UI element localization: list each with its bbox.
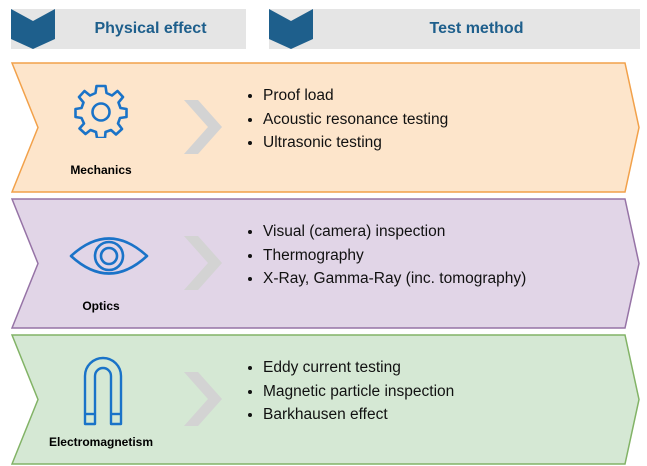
list-item: Acoustic resonance testing bbox=[263, 108, 448, 132]
list-item: Visual (camera) inspection bbox=[263, 220, 526, 244]
chevron-down-icon bbox=[11, 9, 55, 49]
mechanics-band bbox=[11, 62, 640, 193]
optics-band bbox=[11, 198, 640, 329]
electromagnetism-row: Electromagnetism Eddy current testing Ma… bbox=[11, 334, 640, 465]
electromagnetism-band bbox=[11, 334, 640, 465]
chevron-right-icon bbox=[184, 236, 222, 290]
chevron-down-icon bbox=[269, 9, 313, 49]
list-item: Proof load bbox=[263, 84, 448, 108]
chevron-right-icon bbox=[184, 100, 222, 154]
test-method-header: Test method bbox=[269, 9, 640, 49]
gear-icon bbox=[74, 84, 128, 138]
electromagnetism-methods: Eddy current testing Magnetic particle i… bbox=[243, 356, 454, 427]
list-item: X-Ray, Gamma-Ray (inc. tomography) bbox=[263, 267, 526, 291]
optics-label: Optics bbox=[82, 299, 120, 313]
physical-effect-label: Physical effect bbox=[94, 20, 207, 37]
optics-methods: Visual (camera) inspection Thermography … bbox=[243, 220, 526, 291]
list-item: Barkhausen effect bbox=[263, 403, 454, 427]
magnet-icon bbox=[83, 356, 123, 426]
list-item: Eddy current testing bbox=[263, 356, 454, 380]
test-method-label: Test method bbox=[429, 20, 524, 37]
mechanics-methods: Proof load Acoustic resonance testing Ul… bbox=[243, 84, 448, 155]
optics-row: Optics Visual (camera) inspection Thermo… bbox=[11, 198, 640, 329]
chevron-right-icon bbox=[184, 372, 222, 426]
list-item: Magnetic particle inspection bbox=[263, 380, 454, 404]
mechanics-row: Mechanics Proof load Acoustic resonance … bbox=[11, 62, 640, 193]
eye-icon bbox=[69, 237, 149, 275]
mechanics-label: Mechanics bbox=[70, 163, 132, 177]
list-item: Ultrasonic testing bbox=[263, 131, 448, 155]
list-item: Thermography bbox=[263, 244, 526, 268]
electromagnetism-label: Electromagnetism bbox=[48, 435, 154, 449]
physical-effect-header: Physical effect bbox=[11, 9, 246, 49]
